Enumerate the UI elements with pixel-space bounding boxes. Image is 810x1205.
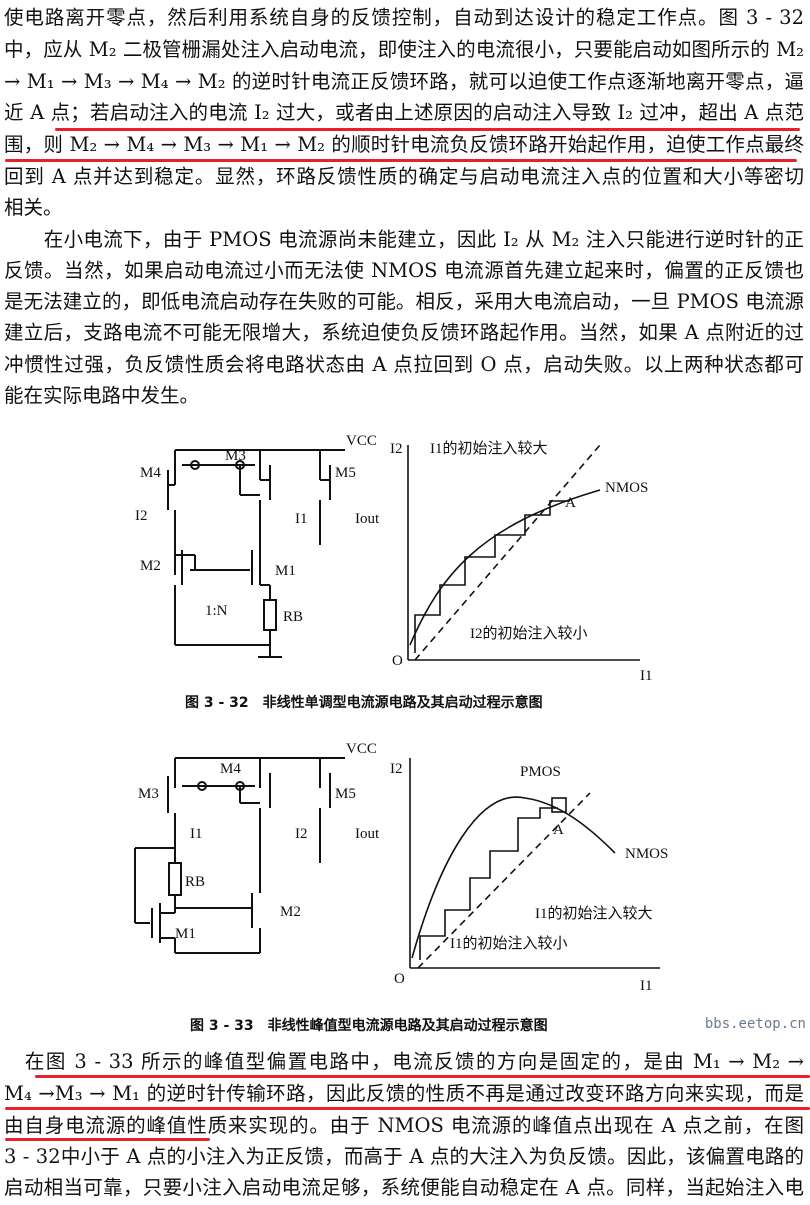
i1-label: I1 [295, 511, 308, 527]
red-underline [55, 128, 800, 131]
text-line: 反馈。当然，如果启动电流过小而无法使 NMOS 电流源首先建立起来时，偏置的正反… [4, 259, 804, 282]
red-underline [5, 1138, 210, 1141]
vcc-label: VCC [346, 433, 377, 449]
text-line: 建立后，支路电流不可能无限增大，系统迫使负反馈环路起作用。当然，如果 A 点附近… [4, 321, 804, 344]
red-underline [5, 159, 797, 162]
text-line: → M₁ → M₃ → M₄ → M₂ 的逆时针电流正反馈环路，就可以迫使工作点… [4, 70, 804, 93]
rb-label: RB [283, 609, 303, 625]
text-line: 冲惯性过强，负反馈性质会将电路状态由 A 点拉回到 O 点，启动失败。以上两种状… [4, 353, 804, 376]
nmos-curve-label: NMOS [625, 846, 668, 862]
text-line: 相关。 [4, 196, 63, 219]
iout-label: Iout [355, 511, 380, 527]
small-injection-note: I1的初始注入较小 [450, 934, 568, 952]
m2-label: M2 [140, 558, 161, 574]
text-line: 能在实际电路中发生。 [4, 384, 200, 407]
text-line: 中，应从 M₂ 二极管栅漏处注入启动电流，即使注入的电流很小，只要能启动如图所示… [4, 38, 804, 61]
circuit-diagram [167, 449, 345, 658]
pmos-curve-label: PMOS [520, 764, 561, 780]
large-injection-note: I1的初始注入较大 [430, 439, 548, 457]
text-line: 围，则 M₂ → M₄ → M₃ → M₁ → M₂ 的顺时针电流负反馈环路开始… [4, 133, 804, 156]
vcc-label: VCC [346, 741, 377, 757]
origin-label: O [394, 971, 405, 987]
startup-graph [407, 444, 640, 661]
text-line: 近 A 点；若启动注入的电流 I₂ 过大，或者由上述原因的启动注入导致 I₂ 过… [4, 101, 804, 124]
red-underline [5, 1107, 810, 1110]
red-underline [35, 1075, 810, 1078]
i2-label: I2 [135, 508, 148, 524]
y-axis-label: I2 [390, 761, 403, 777]
m1-label: M1 [175, 926, 196, 942]
y-axis-label: I2 [390, 441, 403, 457]
text-line: 3 - 32中小于 A 点的小注入为正反馈，而高于 A 点的大注入为负反馈。因此… [4, 1145, 804, 1168]
origin-label: O [392, 653, 403, 669]
text-line: 使电路离开零点，然后利用系统自身的反馈控制，自动到达设计的稳定工作点。图 3 -… [4, 6, 804, 29]
x-axis-label: I1 [640, 978, 653, 994]
watermark: bbs.eetop.cn [704, 1016, 806, 1032]
text-line: M₄ →M₃ → M₁ 的逆时针传输环路，因此反馈的性质不再是通过改变环路方向来… [4, 1082, 804, 1105]
m4-label: M4 [220, 761, 241, 777]
m2-label: M2 [280, 904, 301, 920]
text-line: 在图 3 - 33 所示的峰值型偏置电路中，电流反馈的方向是固定的，是由 M₁ … [4, 1050, 804, 1073]
m3-label: M3 [138, 786, 159, 802]
ratio-label: 1:N [205, 603, 228, 619]
i1-label: I1 [190, 826, 203, 842]
i2-label: I2 [295, 826, 308, 842]
iout-label: Iout [355, 826, 380, 842]
startup-graph [409, 758, 660, 969]
text-line: 在小电流下，由于 PMOS 电流源尚未能建立，因此 I₂ 从 M₂ 注入只能进行… [4, 228, 804, 251]
text-line: 是无法建立的，即低电流启动存在失败的可能。相反，采用大电流启动，一旦 PMOS … [4, 290, 804, 313]
point-a-label: A [565, 495, 576, 511]
text-line: 启动相当可靠，只要小注入启动电流足够，系统便能自动稳定在 A 点。同样，当起始注… [4, 1176, 804, 1199]
m4-label: M4 [140, 465, 161, 481]
figure-caption: 图 3 - 32 非线性单调型电流源电路及其启动过程示意图 [185, 695, 543, 711]
nmos-curve-label: NMOS [605, 480, 648, 496]
circuit-diagram [134, 757, 345, 954]
m5-label: M5 [335, 465, 356, 481]
text-line: 回到 A 点并达到稳定。显然，环路反馈性质的确定与启动电流注入点的位置和大小等密… [4, 165, 804, 188]
m3-label: M3 [225, 448, 246, 464]
figure-caption: 图 3 - 33 非线性峰值型电流源电路及其启动过程示意图 [190, 1018, 548, 1034]
m1-label: M1 [275, 563, 296, 579]
point-a-label: A [553, 822, 564, 838]
rb-label: RB [185, 874, 205, 890]
m5-label: M5 [335, 786, 356, 802]
x-axis-label: I1 [640, 668, 653, 684]
large-injection-note: I1的初始注入较大 [535, 904, 653, 922]
text-line: 由自身电流源的峰值性质来实现的。由于 NMOS 电流源的峰值点出现在 A 点之前… [4, 1114, 804, 1137]
figure-3-33: VCC M3 M4 M5 I1 I2 Iout RB M2 M1 I2 I1 O… [134, 741, 668, 994]
small-injection-note: I2的初始注入较小 [470, 624, 588, 642]
figure-3-32: VCC M4 M3 M5 I2 I1 Iout M2 M1 1:N RB I2 … [135, 433, 653, 684]
